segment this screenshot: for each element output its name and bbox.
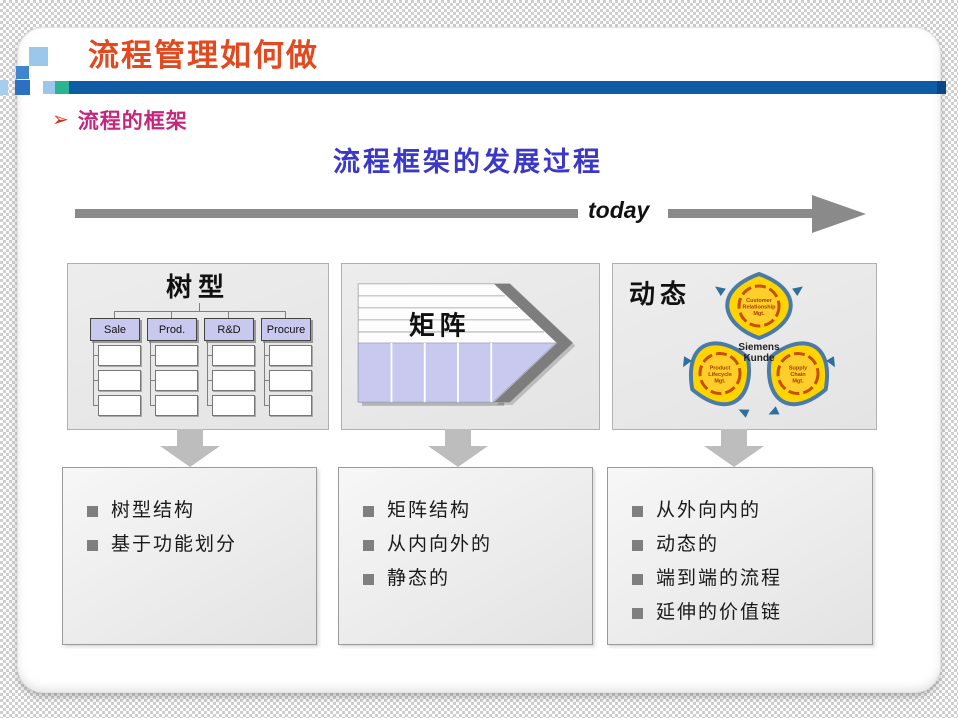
sub-box xyxy=(150,395,198,416)
note-text: 基于功能划分 xyxy=(111,534,238,555)
sub-box xyxy=(207,370,255,391)
lobe-label: Customer xyxy=(746,298,773,304)
square-bullet-icon xyxy=(363,574,374,585)
cycle-icon-top xyxy=(737,284,781,328)
square-bullet-icon xyxy=(363,540,374,551)
decor-square-blue xyxy=(16,66,29,79)
list-item: 静态的 xyxy=(363,568,592,590)
note-box-dynamic: 从外向内的 动态的 端到端的流程 延伸的价值链 xyxy=(607,467,873,645)
square-bullet-icon xyxy=(87,540,98,551)
note-text: 端到端的流程 xyxy=(656,568,783,589)
note-box-tree: 树型结构 基于功能划分 xyxy=(62,467,317,645)
section-bullet-row: ➢ 流程的框架 xyxy=(52,105,188,135)
matrix-arrow-graphic: 矩阵 xyxy=(357,283,576,406)
org-connector-line xyxy=(114,311,286,312)
panel-dynamic: 动态 Customer Relationship Mgt. Product Li… xyxy=(612,263,877,430)
decor-square-light-blue xyxy=(29,47,48,66)
decor-square-green xyxy=(55,81,69,94)
center-label: Siemens xyxy=(738,342,780,353)
flow-arrowhead-icons xyxy=(683,286,835,418)
sub-box xyxy=(93,345,141,366)
timeline-line-right xyxy=(668,209,812,218)
lobe-label: Relationship xyxy=(742,305,776,311)
square-bullet-icon xyxy=(632,608,643,619)
org-column-rd: R&D xyxy=(204,311,255,416)
note-text: 从外向内的 xyxy=(656,500,762,521)
decor-square-light-blue-2 xyxy=(43,81,55,94)
dept-box: R&D xyxy=(204,318,254,341)
timeline-line-left xyxy=(75,209,578,218)
cycle-icon-right xyxy=(776,352,820,395)
list-item: 动态的 xyxy=(632,534,872,556)
lobe-label: Mgt. xyxy=(714,379,726,385)
note-text: 延伸的价值链 xyxy=(656,602,783,623)
sub-box xyxy=(150,370,198,391)
page-title: 流程管理如何做 xyxy=(88,38,319,73)
note-box-matrix: 矩阵结构 从内向外的 静态的 xyxy=(338,467,593,645)
list-item: 树型结构 xyxy=(87,500,316,522)
lobe-label: Supply xyxy=(789,366,808,372)
dept-box: Sale xyxy=(90,318,140,341)
today-label: today xyxy=(588,197,650,223)
down-arrow-icon-3 xyxy=(704,429,764,467)
down-arrow-icon-1 xyxy=(160,429,220,467)
note-text: 从内向外的 xyxy=(387,534,493,555)
note-text: 树型结构 xyxy=(111,500,196,521)
dept-box: Prod. xyxy=(147,318,197,341)
sub-box xyxy=(264,395,312,416)
sub-box xyxy=(93,395,141,416)
timeline-arrowhead-icon xyxy=(812,195,866,233)
list-item: 从外向内的 xyxy=(632,500,872,522)
list-item: 从内向外的 xyxy=(363,534,592,556)
list-item: 基于功能划分 xyxy=(87,534,316,556)
lobe-label: Mgt. xyxy=(753,311,765,317)
panel-tree: 树型 Sale Prod. R&D Procure xyxy=(67,263,329,430)
cycle-icon-left xyxy=(698,352,742,395)
sub-box xyxy=(150,345,198,366)
list-item: 矩阵结构 xyxy=(363,500,592,522)
panel-matrix-heading: 矩阵 xyxy=(409,312,470,341)
lobe-label: Mgt. xyxy=(792,379,804,385)
square-bullet-icon xyxy=(363,506,374,517)
panel-tree-heading: 树型 xyxy=(165,273,230,302)
note-text: 矩阵结构 xyxy=(387,500,472,521)
diagram-title: 流程框架的发展过程 xyxy=(333,147,603,177)
down-arrow-icon-2 xyxy=(428,429,488,467)
sub-box xyxy=(264,370,312,391)
arrow-bullet-icon: ➢ xyxy=(52,109,69,131)
square-bullet-icon xyxy=(632,506,643,517)
org-column-sale: Sale xyxy=(90,311,141,416)
note-text: 静态的 xyxy=(387,568,451,589)
sub-box xyxy=(207,345,255,366)
decor-square-mid-blue xyxy=(15,80,30,95)
square-bullet-icon xyxy=(632,540,643,551)
lobe-label: Chain xyxy=(790,372,806,378)
sub-box xyxy=(207,395,255,416)
list-item: 延伸的价值链 xyxy=(632,602,872,624)
org-column-procure: Procure xyxy=(261,311,312,416)
center-label: Kunde xyxy=(743,353,775,364)
square-bullet-icon xyxy=(632,574,643,585)
title-divider-bar xyxy=(69,81,937,94)
org-column-prod: Prod. xyxy=(147,311,198,416)
section-label: 流程的框架 xyxy=(77,110,188,133)
panel-matrix: 矩阵 xyxy=(341,263,600,430)
org-connector-stub xyxy=(199,303,200,311)
trefoil-graphic: Customer Relationship Mgt. Product Lifec… xyxy=(683,272,835,418)
decor-square-edge xyxy=(0,80,8,95)
list-item: 端到端的流程 xyxy=(632,568,872,590)
lobe-label: Product xyxy=(710,366,731,372)
square-bullet-icon xyxy=(87,506,98,517)
sub-box xyxy=(93,370,141,391)
lobe-label: Lifecycle xyxy=(708,372,732,378)
panel-dynamic-heading: 动态 xyxy=(629,280,692,309)
dept-box: Procure xyxy=(261,318,311,341)
sub-box xyxy=(264,345,312,366)
title-divider-bar-end xyxy=(937,81,946,94)
note-text: 动态的 xyxy=(656,534,720,555)
